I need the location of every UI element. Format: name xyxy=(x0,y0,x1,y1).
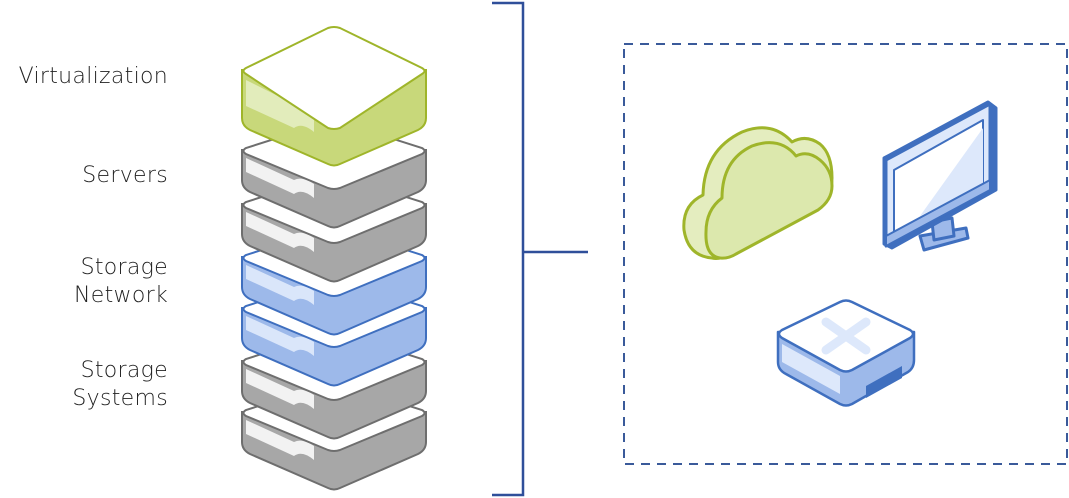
label-virtualization: Virtualization xyxy=(19,63,168,91)
label-storage-systems-line2: Systems xyxy=(72,386,168,411)
label-storage-systems-line1: Storage xyxy=(80,358,168,383)
label-storage-systems: Storage Systems xyxy=(72,357,168,413)
label-servers-text: Servers xyxy=(82,163,168,188)
hci-appliance-icon xyxy=(776,299,916,407)
grouping-bracket xyxy=(492,1,588,497)
label-storage-network-line2: Network xyxy=(74,283,168,308)
label-servers: Servers xyxy=(82,162,168,190)
cloud-icon xyxy=(682,126,834,260)
monitor-icon xyxy=(882,100,998,252)
label-storage-network: Storage Network xyxy=(74,254,168,310)
virtualization-layer-icon xyxy=(241,26,427,167)
label-storage-network-line1: Storage xyxy=(80,255,168,280)
label-virtualization-text: Virtualization xyxy=(18,64,168,89)
